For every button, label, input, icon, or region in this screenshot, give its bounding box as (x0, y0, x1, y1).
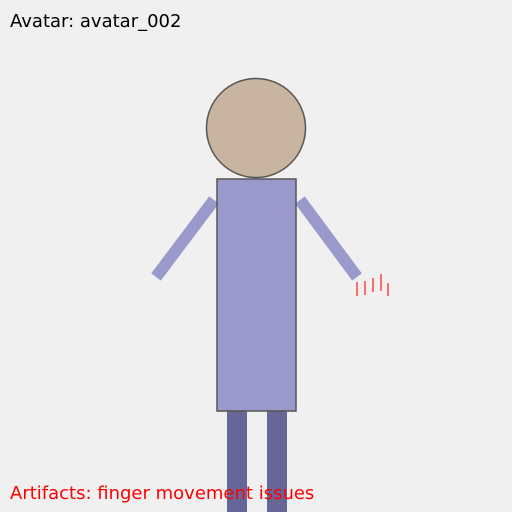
torso (216, 178, 297, 412)
right-arm (295, 196, 362, 281)
artifacts-label: Artifacts: finger movement issues (10, 483, 315, 504)
head (205, 77, 307, 179)
left-leg (227, 411, 247, 512)
left-arm (151, 196, 219, 281)
avatar-label: Avatar: avatar_002 (10, 11, 182, 32)
right-leg (267, 411, 287, 512)
right-hand-fingers (356, 274, 389, 296)
